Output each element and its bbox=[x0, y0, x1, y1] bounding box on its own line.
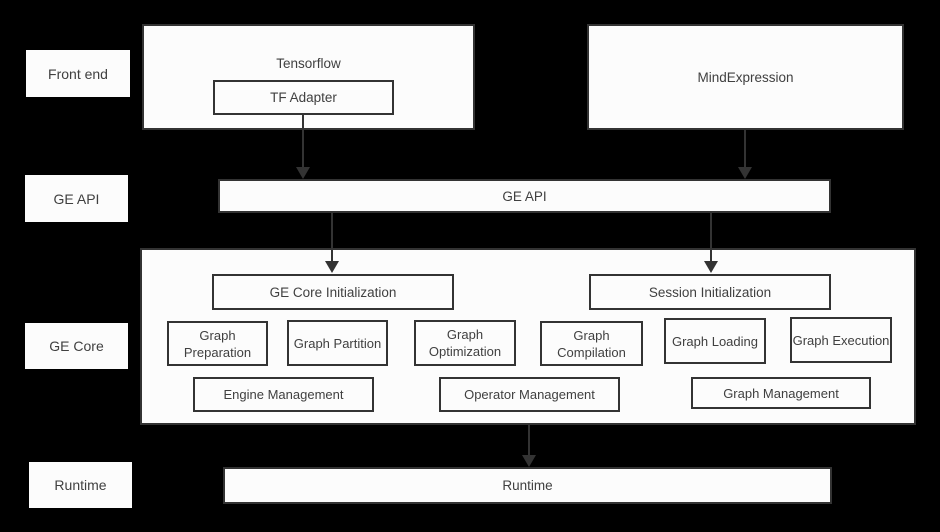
session-initialization-box: Session Initialization bbox=[589, 274, 831, 310]
runtime-label: Runtime bbox=[502, 478, 553, 493]
arrow-shaft bbox=[744, 130, 746, 168]
ge-core-box: GE Core Initialization Session Initializ… bbox=[140, 248, 916, 425]
tf-adapter-label: TF Adapter bbox=[270, 90, 337, 105]
side-label-front-end-text: Front end bbox=[48, 65, 108, 82]
management-label-graph: Graph Management bbox=[723, 385, 839, 401]
management-box-operator: Operator Management bbox=[439, 377, 620, 412]
arrow-ge-api-to-session-initialization bbox=[704, 213, 718, 273]
arrow-head-icon bbox=[522, 455, 536, 467]
side-label-ge-core-text: GE Core bbox=[49, 338, 104, 354]
module-label-graph-optimization: Graph Optimization bbox=[428, 327, 502, 359]
session-initialization-label: Session Initialization bbox=[648, 284, 772, 300]
side-label-ge-core: GE Core bbox=[25, 323, 128, 369]
module-label-graph-compilation: Graph Compilation bbox=[557, 327, 626, 360]
runtime-bar: Runtime bbox=[223, 467, 832, 504]
ge-core-initialization-box: GE Core Initialization bbox=[212, 274, 454, 310]
arrow-ge-api-to-ge-core-initialization bbox=[325, 213, 339, 273]
management-label-operator: Operator Management bbox=[464, 387, 595, 402]
module-box-graph-preparation: Graph Preparation bbox=[167, 321, 268, 366]
side-label-runtime: Runtime bbox=[29, 462, 132, 508]
side-label-runtime-text: Runtime bbox=[54, 477, 107, 493]
arrow-head-icon bbox=[296, 167, 310, 179]
management-label-engine: Engine Management bbox=[223, 387, 344, 402]
module-box-graph-optimization: Graph Optimization bbox=[414, 320, 516, 366]
module-box-graph-compilation: Graph Compilation bbox=[540, 321, 643, 366]
arrow-head-icon bbox=[704, 261, 718, 273]
mindexpression-label: MindExpression bbox=[697, 69, 794, 85]
ge-core-initialization-label: GE Core Initialization bbox=[269, 284, 397, 300]
module-box-graph-execution: Graph Execution bbox=[790, 317, 892, 363]
tf-adapter-box: TF Adapter bbox=[213, 80, 394, 115]
arrow-tf-adapter-to-ge-api bbox=[296, 115, 310, 179]
side-label-front-end: Front end bbox=[26, 50, 130, 97]
management-box-engine: Engine Management bbox=[193, 377, 374, 412]
tensorflow-box: Tensorflow TF Adapter bbox=[142, 24, 475, 130]
arrow-shaft bbox=[302, 115, 304, 168]
mindexpression-box: MindExpression bbox=[587, 24, 904, 130]
arrow-shaft bbox=[710, 213, 712, 262]
module-box-graph-loading: Graph Loading bbox=[664, 318, 766, 364]
arrow-head-icon bbox=[738, 167, 752, 179]
module-label-graph-loading: Graph Loading bbox=[671, 333, 758, 349]
management-box-graph: Graph Management bbox=[691, 377, 871, 409]
arrow-shaft bbox=[331, 213, 333, 262]
module-box-graph-partition: Graph Partition bbox=[287, 320, 388, 366]
arrow-shaft bbox=[528, 425, 530, 456]
ge-api-label: GE API bbox=[502, 188, 547, 204]
module-label-graph-execution: Graph Execution bbox=[792, 332, 890, 348]
side-label-ge-api: GE API bbox=[25, 175, 128, 222]
side-label-ge-api-text: GE API bbox=[53, 190, 100, 207]
ge-api-bar: GE API bbox=[218, 179, 831, 213]
arrow-mindexpression-to-ge-api bbox=[738, 130, 752, 179]
tensorflow-label: Tensorflow bbox=[276, 56, 341, 71]
module-label-graph-preparation: Graph Preparation bbox=[183, 327, 252, 360]
arrow-head-icon bbox=[325, 261, 339, 273]
module-label-graph-partition: Graph Partition bbox=[293, 335, 382, 351]
arrow-ge-core-to-runtime bbox=[522, 425, 536, 467]
